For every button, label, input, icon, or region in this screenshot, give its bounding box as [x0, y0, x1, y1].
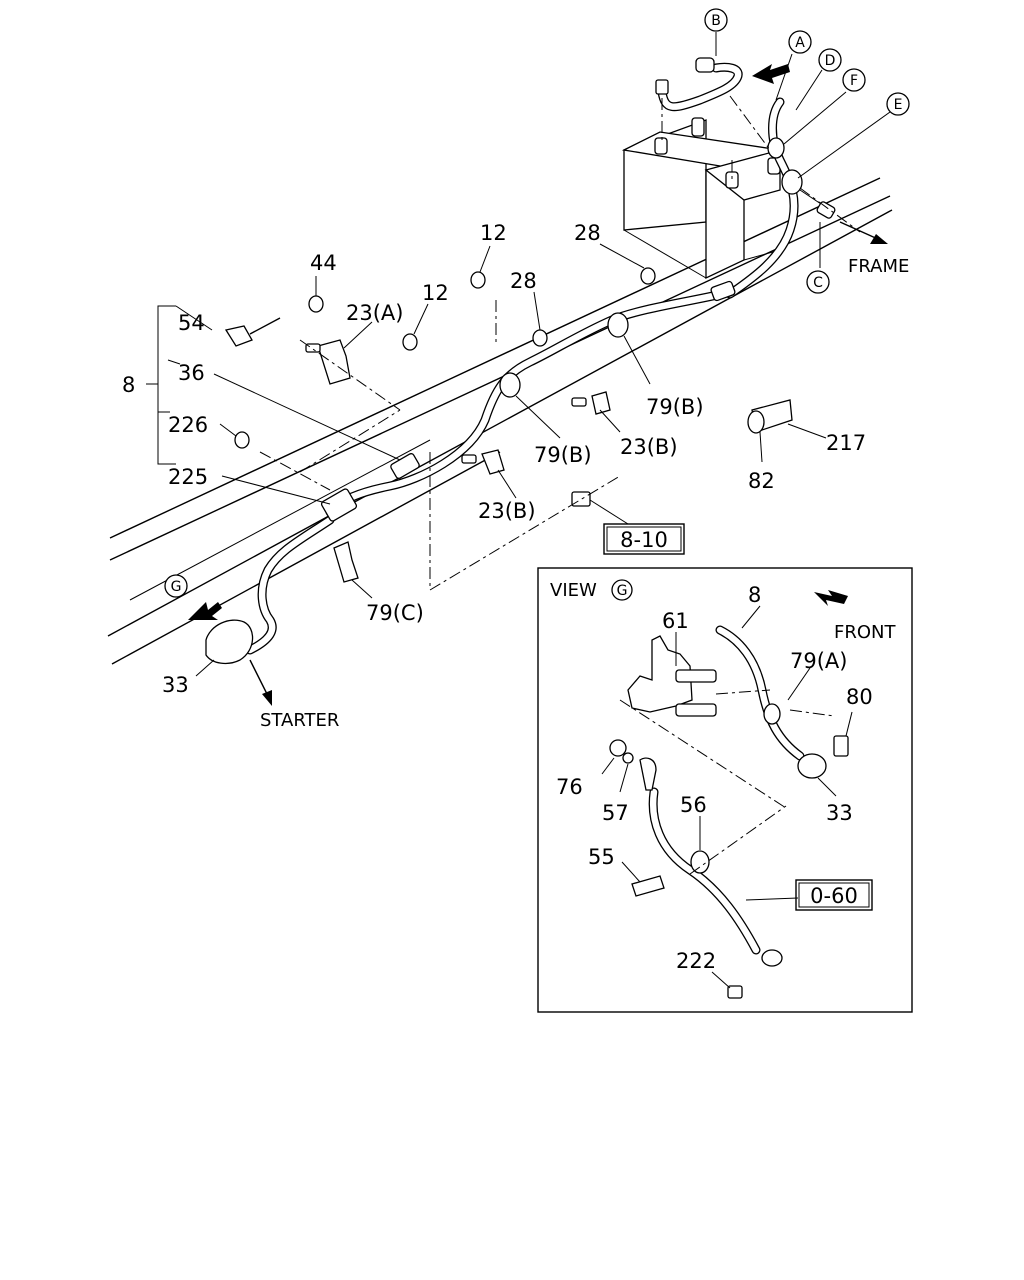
label-225: 225: [168, 465, 208, 489]
callout-d: D: [818, 48, 842, 72]
inset-label-76: 76: [556, 775, 583, 799]
front-arrow-icon: [814, 590, 848, 606]
inset-label-56: 56: [680, 793, 707, 817]
view-g-arrow: [188, 602, 222, 620]
label-226: 226: [168, 413, 208, 437]
label-12-b: 12: [422, 281, 449, 305]
ref-8-10-text: 8-10: [620, 528, 668, 552]
inset-label-222: 222: [676, 949, 716, 973]
inset-label-57: 57: [602, 801, 629, 825]
callout-b: B: [704, 8, 728, 32]
view-g-callout-text: G: [617, 583, 628, 599]
label-36: 36: [178, 361, 205, 385]
view-g-front: FRONT: [834, 622, 896, 643]
front-arrow-top: [752, 64, 790, 84]
callout-a-text: A: [795, 35, 805, 51]
label-44: 44: [310, 251, 337, 275]
leader-lines: [146, 32, 891, 677]
callout-e: E: [886, 92, 910, 116]
label-79b-2: 79(B): [534, 443, 592, 467]
callout-g-text: G: [171, 579, 182, 595]
label-12-a: 12: [480, 221, 507, 245]
callout-f-text: F: [850, 73, 858, 89]
label-79b-1: 79(B): [646, 395, 704, 419]
callout-e-text: E: [894, 97, 903, 113]
label-82: 82: [748, 469, 775, 493]
view-g-inset: VIEW G FRONT: [537, 567, 913, 1013]
callout-d-text: D: [825, 53, 836, 69]
frame-rails: [107, 177, 893, 665]
label-79c: 79(C): [366, 601, 424, 625]
callout-a: A: [788, 30, 812, 54]
label-28-a: 28: [574, 221, 601, 245]
inset-label-55: 55: [588, 845, 615, 869]
ref-0-60-text: 0-60: [810, 884, 858, 908]
label-8: 8: [122, 373, 135, 397]
callout-b-text: B: [711, 13, 721, 29]
inset-label-33: 33: [826, 801, 853, 825]
small-parts: [224, 267, 793, 583]
label-23b-2: 23(B): [478, 499, 536, 523]
callout-c: C: [806, 270, 830, 294]
inset-label-8: 8: [748, 583, 761, 607]
label-23a: 23(A): [346, 301, 403, 325]
callout-f: F: [842, 68, 866, 92]
frame-label: FRAME: [848, 256, 909, 277]
label-54: 54: [178, 311, 205, 335]
frame-arrow: [839, 221, 888, 244]
inset-label-79a: 79(A): [790, 649, 847, 673]
cable-b: [655, 57, 743, 140]
battery-box: [621, 117, 782, 280]
label-33: 33: [162, 673, 189, 697]
label-217: 217: [826, 431, 866, 455]
inset-label-61: 61: [662, 609, 689, 633]
main-cable-8: [245, 280, 736, 655]
view-g-title: VIEW: [550, 580, 597, 601]
callout-g: G: [164, 574, 188, 598]
ref-box-0-60: 0-60: [795, 879, 873, 911]
starter-label: STARTER: [260, 710, 339, 731]
inset-label-80: 80: [846, 685, 873, 709]
callout-c-text: C: [813, 275, 823, 291]
ref-box-8-10: 8-10: [603, 523, 685, 555]
label-28-b: 28: [510, 269, 537, 293]
starter-boot: [205, 619, 272, 706]
cable-e: [725, 97, 861, 299]
label-23b-1: 23(B): [620, 435, 678, 459]
